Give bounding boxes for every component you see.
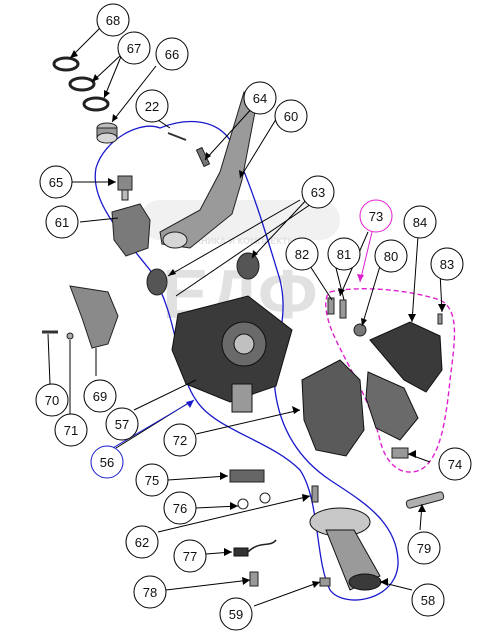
callout-label-78: 78 [143, 585, 157, 600]
callout-73[interactable]: 73 [359, 199, 393, 233]
callout-64[interactable]: 64 [243, 81, 277, 115]
part-bracket-69 [69, 285, 119, 349]
callout-label-84: 84 [413, 215, 427, 230]
part-sensor-77 [233, 539, 277, 557]
part-roller-2 [236, 252, 260, 280]
part-washer-76 [237, 492, 271, 510]
part-o-ring-2 [68, 76, 96, 92]
callout-72[interactable]: 72 [163, 423, 197, 457]
callout-label-63: 63 [311, 185, 325, 200]
part-pin-83 [437, 313, 443, 325]
callout-label-81: 81 [337, 247, 351, 262]
callout-label-66: 66 [165, 47, 179, 62]
callout-79[interactable]: 79 [407, 531, 441, 565]
part-roller-1 [146, 268, 168, 296]
part-pin-78 [249, 571, 259, 587]
callout-58[interactable]: 58 [411, 583, 445, 617]
callout-80[interactable]: 80 [374, 239, 408, 273]
arrowhead-56-blue [186, 400, 194, 408]
callout-71[interactable]: 71 [54, 413, 88, 447]
callout-69[interactable]: 69 [83, 379, 117, 413]
part-bolt-65 [117, 175, 133, 201]
callout-56[interactable]: 56 [90, 445, 124, 479]
callout-label-70: 70 [45, 393, 59, 408]
callout-63[interactable]: 63 [301, 175, 335, 209]
callout-label-79: 79 [417, 541, 431, 556]
callout-70[interactable]: 70 [35, 383, 69, 417]
callout-75[interactable]: 75 [135, 463, 169, 497]
part-plate-75 [229, 469, 265, 483]
callout-67[interactable]: 67 [117, 31, 151, 65]
callout-label-73: 73 [369, 209, 383, 224]
part-clip-80 [353, 323, 367, 337]
callout-label-57: 57 [115, 417, 129, 432]
callout-83[interactable]: 83 [430, 247, 464, 281]
callout-59[interactable]: 59 [219, 597, 253, 631]
leader-56-blue [105, 399, 195, 453]
callout-label-72: 72 [173, 433, 187, 448]
part-brake-lining [365, 321, 443, 441]
part-bolt-22 [167, 132, 187, 141]
callout-61[interactable]: 61 [45, 205, 79, 239]
callout-label-59: 59 [229, 607, 243, 622]
callout-label-62: 62 [135, 535, 149, 550]
part-bushing [96, 122, 118, 144]
callout-label-75: 75 [145, 473, 159, 488]
leader-73-magenta [359, 231, 373, 283]
callout-82[interactable]: 82 [285, 237, 319, 271]
part-bolt-81 [339, 299, 347, 319]
callout-84[interactable]: 84 [403, 205, 437, 239]
callout-label-22: 22 [145, 99, 159, 114]
callout-62[interactable]: 62 [125, 525, 159, 559]
callout-label-71: 71 [64, 423, 78, 438]
part-caliper-housing [171, 295, 293, 413]
outline-group-73 [325, 288, 456, 473]
arrowhead-73-magenta [357, 274, 364, 282]
callout-label-64: 64 [253, 91, 267, 106]
callout-65[interactable]: 65 [39, 165, 73, 199]
callout-66[interactable]: 66 [155, 37, 189, 71]
part-bracket-61 [111, 203, 151, 257]
callout-81[interactable]: 81 [327, 237, 361, 271]
part-o-ring-3 [82, 96, 110, 112]
callout-label-65: 65 [49, 175, 63, 190]
part-hub-58 [309, 507, 382, 591]
part-brake-shoe [301, 359, 365, 457]
part-lever-arm [159, 91, 259, 249]
part-washer-71 [66, 332, 74, 340]
callout-label-67: 67 [127, 41, 141, 56]
watermark-caption: ТЕХНИКА И КОМПЛЕКТЫ [184, 236, 297, 246]
callout-label-83: 83 [440, 257, 454, 272]
callout-label-58: 58 [421, 593, 435, 608]
callout-label-76: 76 [173, 501, 187, 516]
part-bolt-62 [311, 485, 319, 503]
callout-77[interactable]: 77 [173, 539, 207, 573]
callout-74[interactable]: 74 [438, 447, 472, 481]
outline-group-56 [94, 120, 399, 601]
callout-label-74: 74 [448, 457, 462, 472]
part-spring-79 [405, 491, 445, 509]
callout-76[interactable]: 76 [163, 491, 197, 525]
callout-label-61: 61 [55, 215, 69, 230]
callout-label-77: 77 [183, 549, 197, 564]
callout-78[interactable]: 78 [133, 575, 167, 609]
callout-60[interactable]: 60 [274, 99, 308, 133]
callout-label-82: 82 [295, 247, 309, 262]
leader-arrowheads [70, 50, 446, 588]
callout-label-68: 68 [106, 13, 120, 28]
part-o-ring-1 [52, 56, 80, 72]
part-pin-59 [319, 577, 331, 587]
callout-68[interactable]: 68 [96, 3, 130, 37]
callout-label-56: 56 [100, 455, 114, 470]
callout-label-60: 60 [284, 109, 298, 124]
callout-57[interactable]: 57 [105, 407, 139, 441]
callout-22[interactable]: 22 [135, 89, 169, 123]
callout-label-80: 80 [384, 249, 398, 264]
part-pin-82 [327, 297, 335, 315]
callout-label-69: 69 [93, 389, 107, 404]
part-pin-74 [391, 447, 409, 459]
